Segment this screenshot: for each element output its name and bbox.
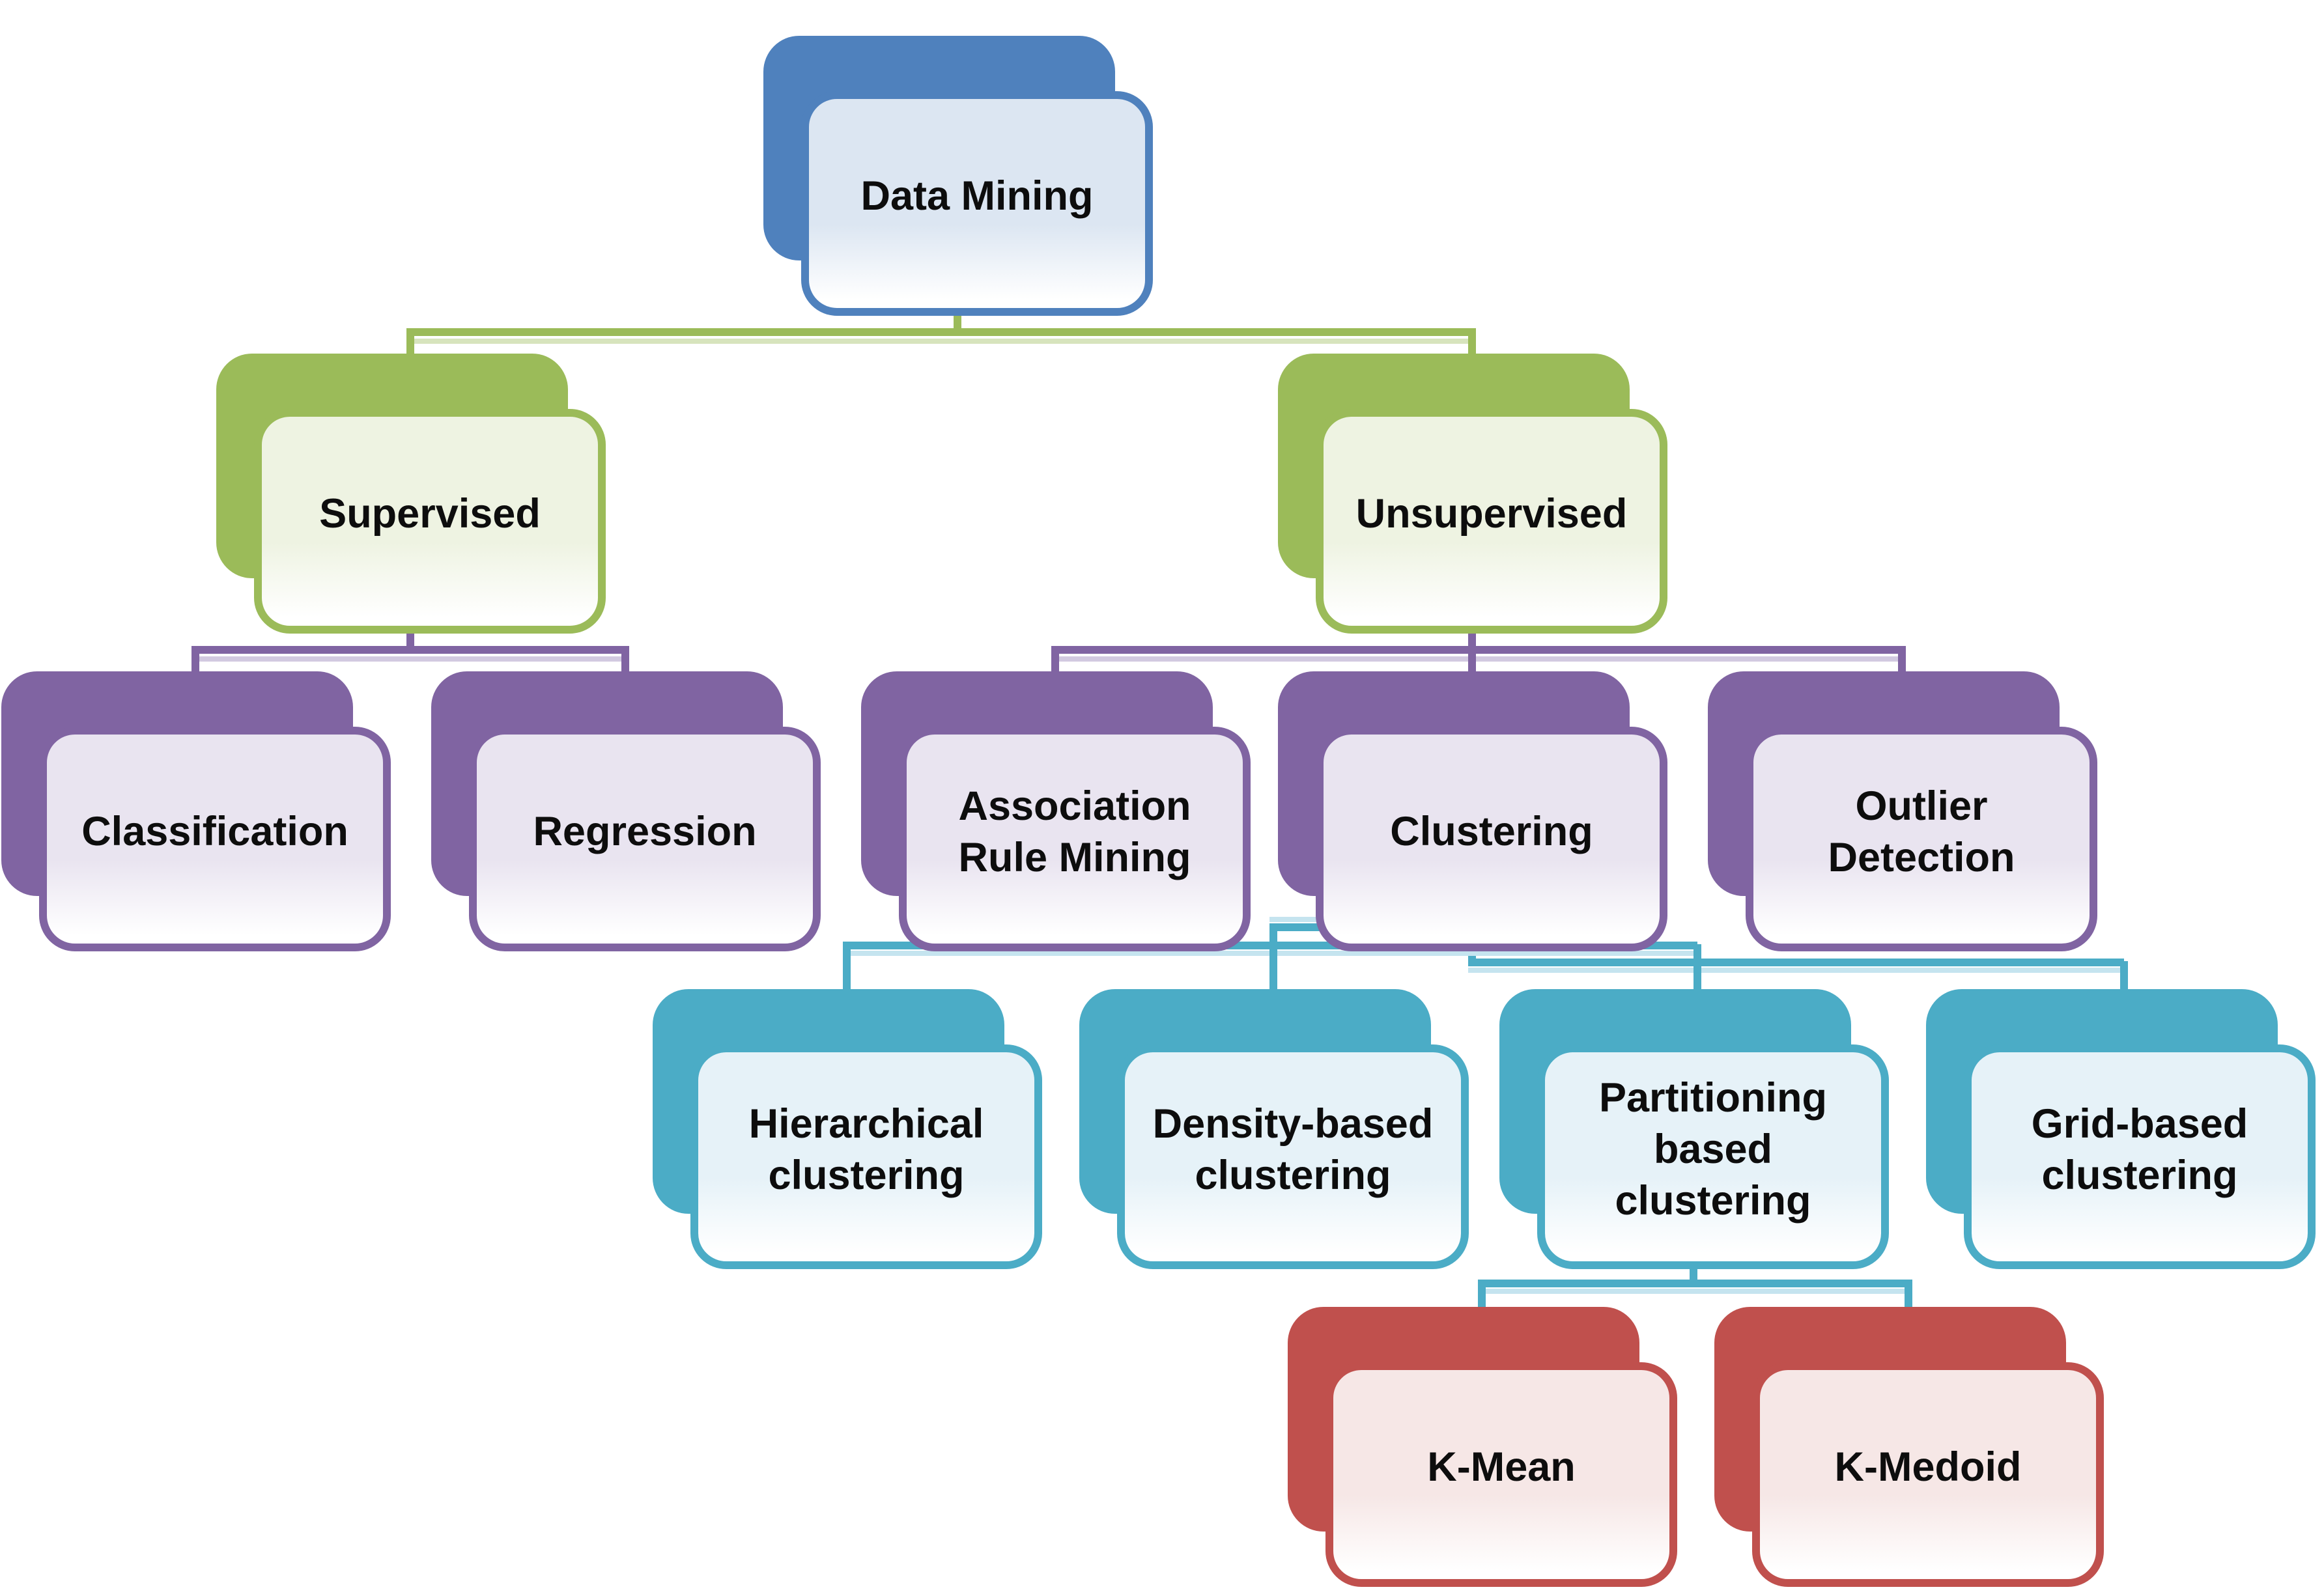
connector-purple-bus-left-echo — [191, 656, 629, 662]
node-association-rule-mining: Association Rule Mining — [861, 671, 1251, 951]
node-clustering: Clustering — [1278, 671, 1667, 951]
connector-teal-bus-right-echo — [1468, 968, 2124, 973]
connector-teal-bus-right — [1468, 959, 2124, 966]
node-front: K-Medoid — [1752, 1362, 2104, 1587]
node-data-mining: Data Mining — [763, 36, 1153, 316]
node-front: Outlier Detection — [1746, 727, 2097, 951]
connector-green-bus — [406, 328, 1476, 336]
node-front: Supervised — [254, 409, 606, 634]
node-label: Hierarchical clustering — [748, 1100, 984, 1198]
node-label: K-Mean — [1427, 1444, 1576, 1491]
node-front: Hierarchical clustering — [690, 1044, 1042, 1269]
node-front: Regression — [469, 727, 821, 951]
node-partitioning-based-clustering: Partitioning based clustering — [1499, 989, 1889, 1269]
connector-purple-bus-right-echo — [1051, 656, 1906, 662]
connector-teal-drop-density — [1269, 927, 1277, 1003]
connector-teal-drop-hierarchical — [843, 944, 851, 1003]
node-label: Outlier Detection — [1828, 783, 2015, 880]
node-density-based-clustering: Density-based clustering — [1079, 989, 1469, 1269]
node-grid-based-clustering: Grid-based clustering — [1926, 989, 2316, 1269]
node-k-mean: K-Mean — [1288, 1307, 1677, 1587]
node-label: Partitioning based clustering — [1599, 1075, 1827, 1224]
connector-purple-bus-left — [191, 646, 629, 654]
node-label: K-Medoid — [1834, 1444, 2022, 1491]
node-front: Association Rule Mining — [899, 727, 1251, 951]
node-label: Classification — [81, 809, 348, 855]
node-unsupervised: Unsupervised — [1278, 354, 1667, 634]
node-label: Regression — [533, 809, 757, 855]
node-outlier-detection: Outlier Detection — [1708, 671, 2097, 951]
node-k-medoid: K-Medoid — [1714, 1307, 2104, 1587]
node-label: Clustering — [1390, 809, 1593, 855]
node-front: Clustering — [1316, 727, 1667, 951]
connector-teal-bus-bottom-echo — [1478, 1289, 1912, 1294]
node-label: Data Mining — [860, 173, 1094, 219]
connector-teal-drop-partitioning — [1693, 944, 1701, 1003]
node-label: Grid-based clustering — [2031, 1100, 2248, 1198]
node-regression: Regression — [431, 671, 821, 951]
connector-purple-bus-right — [1051, 646, 1906, 654]
node-supervised: Supervised — [216, 354, 606, 634]
node-front: Unsupervised — [1316, 409, 1667, 634]
connector-green-bus-echo — [406, 339, 1476, 344]
node-label: Association Rule Mining — [958, 783, 1191, 880]
connector-teal-bus-bottom — [1478, 1280, 1912, 1287]
node-front: K-Mean — [1325, 1362, 1677, 1587]
node-front: Partitioning based clustering — [1537, 1044, 1889, 1269]
node-front: Data Mining — [801, 91, 1153, 316]
node-front: Density-based clustering — [1117, 1044, 1469, 1269]
node-front: Grid-based clustering — [1964, 1044, 2316, 1269]
node-hierarchical-clustering: Hierarchical clustering — [653, 989, 1042, 1269]
node-label: Density-based clustering — [1152, 1100, 1434, 1198]
node-label: Supervised — [319, 491, 541, 537]
node-label: Unsupervised — [1355, 491, 1628, 537]
node-front: Classification — [39, 727, 391, 951]
node-classification: Classification — [1, 671, 391, 951]
